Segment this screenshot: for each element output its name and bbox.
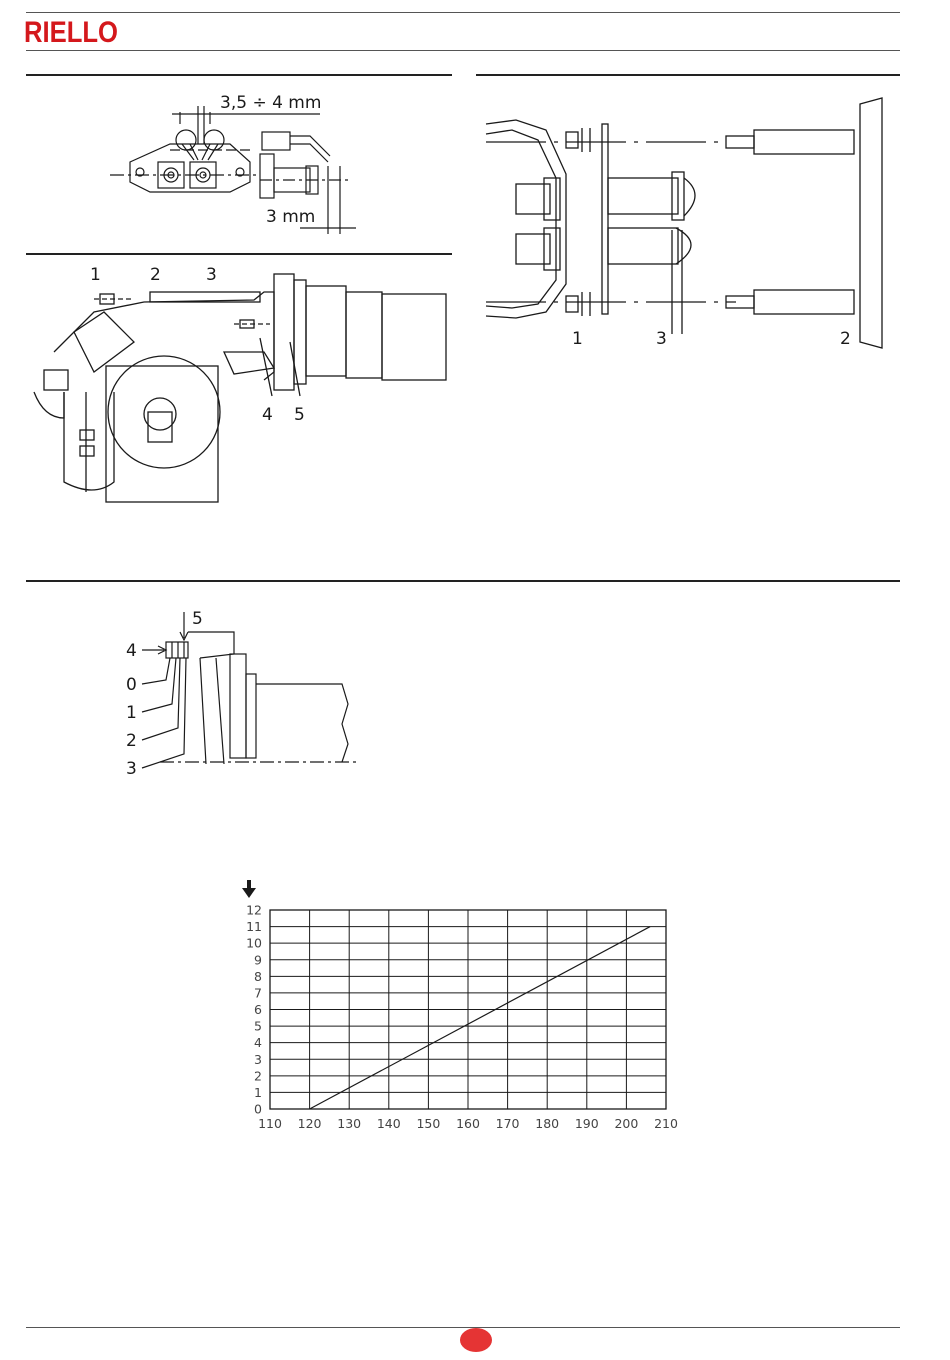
callout-0: 0 — [126, 675, 137, 695]
callout-3: 3 — [126, 759, 137, 779]
y-tick-label: 2 — [254, 1068, 262, 1083]
x-tick-label: 180 — [535, 1116, 559, 1131]
callout-1: 1 — [126, 703, 137, 723]
y-tick-label: 1 — [254, 1085, 262, 1100]
section-rule-electrode-gap — [26, 74, 452, 76]
x-tick-label: 200 — [614, 1116, 638, 1131]
y-tick-label: 4 — [254, 1035, 262, 1050]
callout-2: 2 — [126, 731, 137, 751]
section-rule-burner-side — [26, 253, 452, 255]
brand-logo: RIELLO — [24, 16, 120, 51]
x-tick-label: 120 — [298, 1116, 322, 1131]
x-tick-label: 110 — [258, 1116, 282, 1131]
y-tick-label: 11 — [246, 919, 262, 934]
y-tick-label: 3 — [254, 1052, 262, 1067]
y-tick-label: 12 — [246, 903, 262, 918]
x-tick-label: 170 — [496, 1116, 520, 1131]
y-tick-label: 8 — [254, 969, 262, 984]
x-tick-label: 210 — [654, 1116, 678, 1131]
callout-4: 4 — [126, 641, 137, 661]
callout-2: 2 — [150, 265, 161, 285]
callout-1: 1 — [90, 265, 101, 285]
y-tick-label: 5 — [254, 1019, 262, 1034]
footer-rule — [26, 1327, 900, 1328]
section-rule-electrode-detail — [476, 74, 900, 76]
burner-side-figure: 1 2 3 4 5 — [34, 262, 454, 510]
y-tick-label: 0 — [254, 1102, 262, 1117]
callout-5: 5 — [294, 405, 305, 425]
electrode-detail-figure: 1 3 2 — [486, 94, 896, 354]
section-rule-head-setting — [26, 580, 900, 582]
callout-1: 1 — [572, 329, 583, 349]
logo-text: RIELLO — [24, 16, 118, 46]
series-line — [310, 927, 651, 1109]
page-number-badge — [460, 1328, 492, 1352]
x-tick-label: 150 — [416, 1116, 440, 1131]
y-tick-label: 10 — [246, 936, 262, 951]
y-tick-label: 9 — [254, 952, 262, 967]
x-tick-label: 190 — [575, 1116, 599, 1131]
x-tick-label: 160 — [456, 1116, 480, 1131]
electrode-gap-figure: 3,5 ÷ 4 mm 3 mm — [110, 84, 370, 244]
callout-3: 3 — [206, 265, 217, 285]
callout-4: 4 — [262, 405, 273, 425]
x-tick-label: 130 — [337, 1116, 361, 1131]
callout-2: 2 — [840, 329, 851, 349]
callout-3: 3 — [656, 329, 667, 349]
down-arrow-icon — [242, 880, 256, 898]
head-scale-figure: 5 4 0 1 2 3 — [120, 604, 360, 774]
header-top-rule — [26, 12, 900, 13]
callout-5: 5 — [192, 609, 203, 629]
header-bottom-rule — [26, 50, 900, 51]
y-tick-label: 6 — [254, 1002, 262, 1017]
offset-dimension-label: 3 mm — [266, 207, 315, 227]
gap-dimension-label: 3,5 ÷ 4 mm — [220, 93, 321, 113]
x-tick-label: 140 — [377, 1116, 401, 1131]
y-tick-label: 7 — [254, 985, 262, 1000]
